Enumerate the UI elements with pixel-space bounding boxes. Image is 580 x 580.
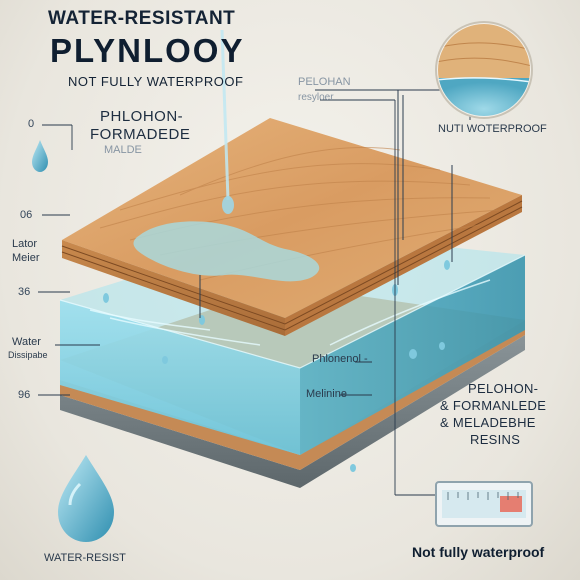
label-resins-4: RESINS [470, 432, 521, 447]
label-water: Water [12, 336, 41, 348]
num-label-96: 96 [18, 389, 31, 401]
label-dissipate: Dissipabe [8, 350, 48, 360]
top-plywood-front [62, 240, 285, 336]
label-malde: MALDE [104, 144, 142, 156]
label-water-resist: WATER-RESIST [44, 552, 126, 564]
label-resins-3: & MELADEBHE [440, 415, 536, 430]
title-line-3: NOT FULLY WATERPROOF [68, 74, 244, 89]
label-nuti-waterproof: NUTI WOTERPROOF [438, 123, 547, 135]
label-resins-2: & FORMANLEDE [440, 398, 547, 413]
water-puddle [133, 221, 320, 282]
label-melinine: Melinine [306, 388, 347, 400]
label-phlonenol: Phlonenol - [312, 353, 368, 365]
inset-circle [435, 21, 533, 119]
label-lator: Lator [12, 238, 38, 250]
water-drop-icon [58, 455, 114, 542]
moisture-meter-icon [435, 481, 533, 527]
title-line-2: PLYNLOOY [50, 32, 245, 69]
num-label-06: 06 [20, 209, 33, 221]
title-line-1: WATER-RESISTANT [48, 8, 236, 29]
top-plywood-side [285, 195, 522, 336]
label-not-fully-waterproof: Not fully waterproof [412, 544, 545, 560]
num-label-0: 0 [28, 118, 35, 130]
label-meier: Meier [12, 252, 40, 264]
num-label-36: 36 [18, 286, 31, 298]
label-resins-1: PELOHON- [468, 381, 539, 396]
label-formadede: FORMADEDE [90, 126, 191, 143]
small-drop-icon [32, 140, 48, 172]
water-front-face [60, 300, 300, 455]
label-pelohan-top: PELOHAN [298, 76, 351, 88]
label-resyloer: resyloer [298, 92, 334, 103]
label-phlohon: PHLOHON- [100, 108, 184, 125]
